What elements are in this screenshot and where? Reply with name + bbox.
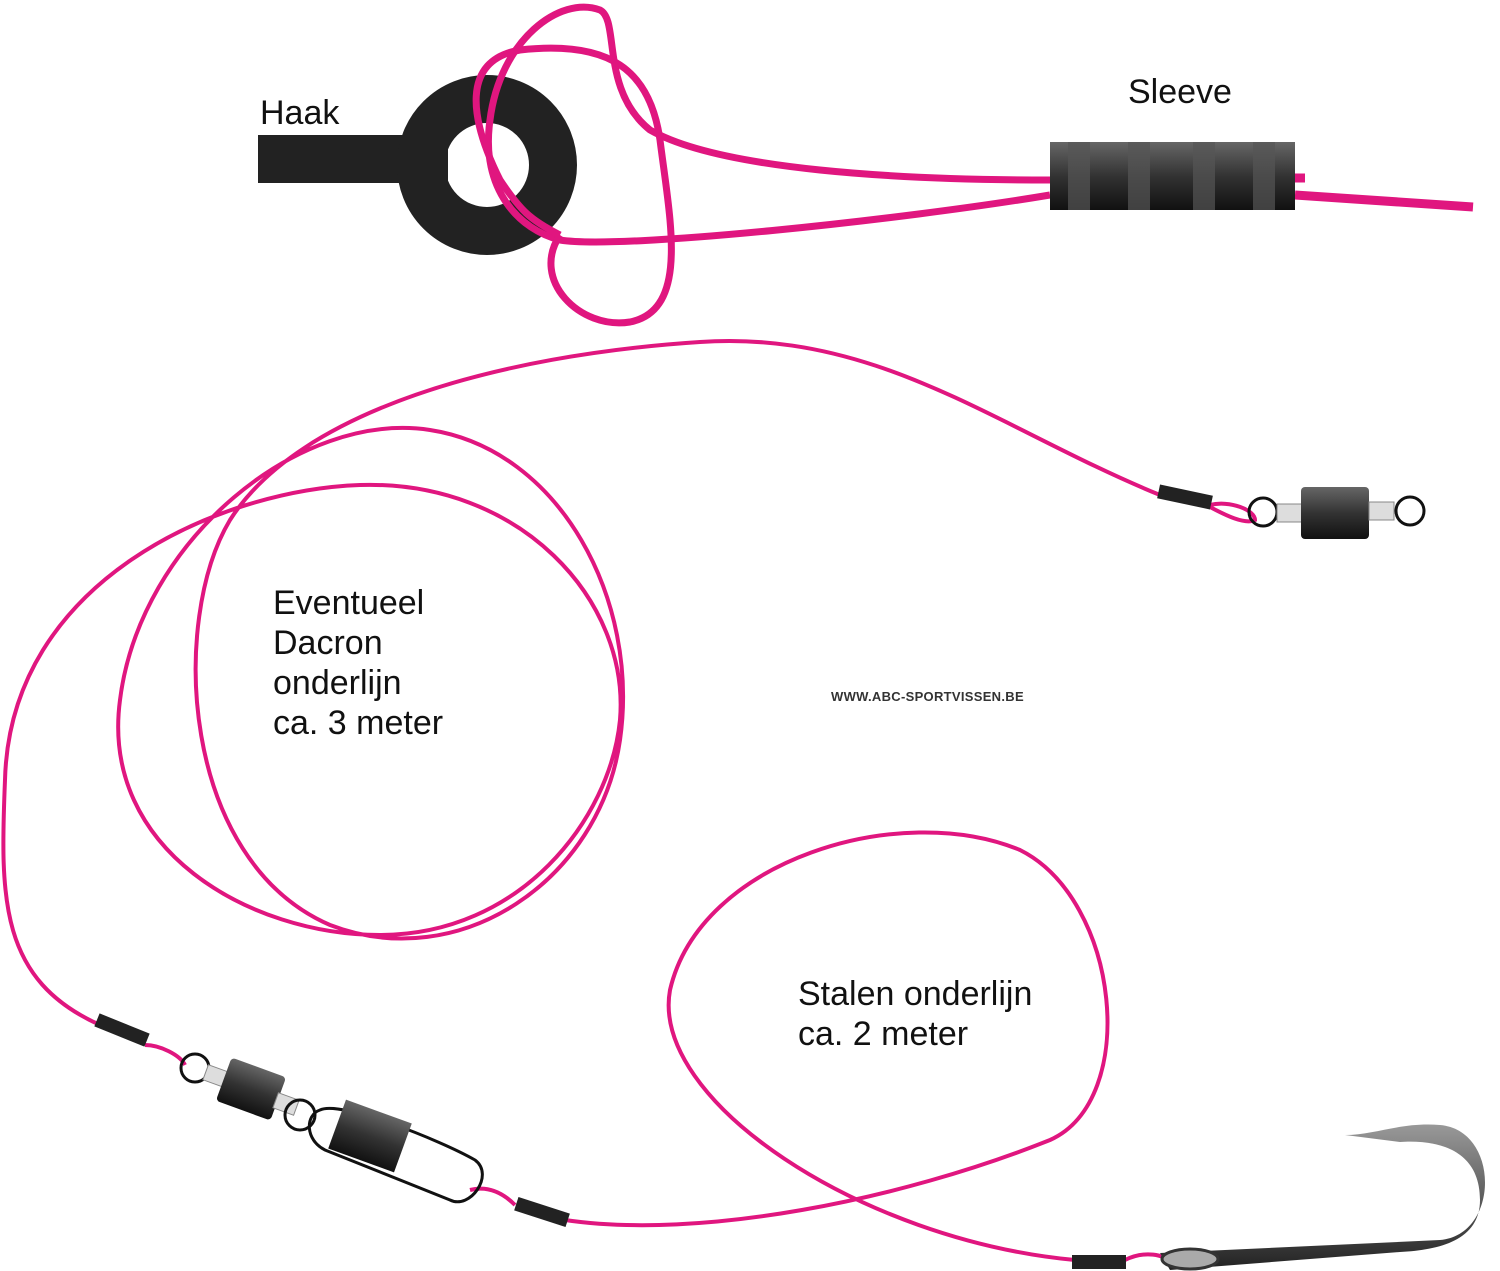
dacron-label-line: ca. 3 meter [273, 704, 444, 742]
hook-eye [397, 75, 577, 255]
steel-label-line: ca. 2 meter [798, 1015, 969, 1053]
dacron-label-line: Dacron [273, 624, 383, 662]
dacron-label-line: onderlijn [273, 664, 402, 702]
hook-label: Haak [260, 94, 340, 132]
swivel-top [1247, 487, 1426, 539]
knot-line [472, 3, 1474, 327]
sleeve-label: Sleeve [1128, 73, 1232, 111]
crimp-sleeves [94, 484, 1213, 1269]
sleeve-crimp [1050, 142, 1295, 210]
dacron-label-line: Eventueel [273, 584, 425, 622]
fish-hook [1160, 1124, 1485, 1271]
steel-label: Stalen onderlijn ca. 2 meter [798, 974, 1032, 1054]
steel-label-line: Stalen onderlijn [798, 975, 1033, 1013]
swivel-snap-bottom [179, 1052, 484, 1204]
dacron-label: Eventueel Dacron onderlijn ca. 3 meter [273, 583, 443, 743]
watermark: WWW.ABC-SPORTVISSEN.BE [831, 689, 1024, 704]
dacron-leader [1, 339, 1258, 1027]
hook-eye-detail [258, 75, 577, 255]
